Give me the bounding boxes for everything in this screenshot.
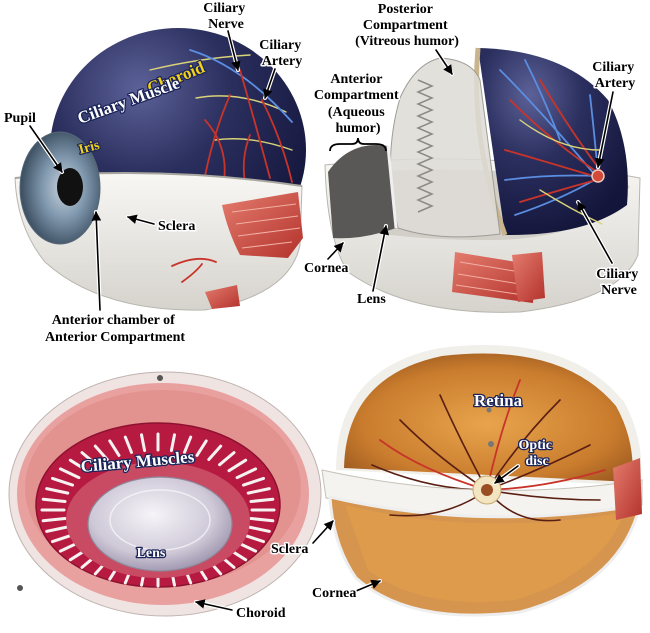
ciliary-muscle-fiber — [246, 525, 271, 533]
ciliary-muscle-fiber — [242, 476, 265, 487]
ciliary-muscle-fiber — [140, 433, 147, 453]
arrow-posterior-compartment — [434, 48, 454, 76]
ciliary-muscle-fiber — [207, 444, 223, 461]
panel-eye-exterior — [14, 28, 306, 311]
panel-anterior-bowl — [8, 371, 322, 617]
arrows — [28, 29, 615, 612]
optic-disc — [591, 169, 605, 183]
pupil — [57, 168, 83, 206]
lens-highlight — [109, 489, 211, 551]
extraocular-muscle — [205, 192, 303, 309]
ciliary-muscle-fiber — [58, 467, 81, 480]
arrow-ciliary-artery-1 — [263, 67, 277, 100]
arrow-optic-disc — [493, 464, 520, 485]
label-pupil: Pupil — [4, 111, 36, 126]
posterior-bowl-inner — [345, 505, 625, 602]
ciliary-muscle-fiber — [195, 439, 208, 457]
anterior-compartment-brace — [329, 137, 387, 152]
arrow-ciliary-nerve-1 — [226, 29, 241, 72]
ciliary-muscle-fiber — [249, 517, 275, 523]
ciliary-muscle-fiber — [45, 487, 70, 495]
vitreous-body — [390, 57, 501, 238]
label-cornea: Cornea — [304, 261, 348, 276]
lens-edge — [386, 145, 398, 229]
extraocular-muscle — [452, 252, 545, 303]
label-ciliary-nerve: Ciliary Nerve — [596, 267, 642, 298]
ciliary-muscle-fiber — [218, 451, 236, 467]
label-cornea: Cornea — [312, 586, 356, 601]
ciliary-muscle-fiber — [235, 467, 258, 480]
label-lens: Lens — [357, 292, 386, 307]
label-optic-disc: Optic disc — [519, 438, 556, 469]
ciliary-muscle-fiber — [68, 458, 89, 473]
ciliary-muscle-fiber — [227, 458, 248, 473]
arrow-ciliary-artery-2 — [594, 90, 615, 169]
arrow-sclera-1 — [126, 214, 156, 226]
ciliary-body — [416, 79, 434, 213]
arrow-sclera-2 — [311, 519, 335, 545]
arrow-choroid-2 — [194, 599, 234, 612]
ciliary-muscle-fiber — [183, 435, 193, 454]
choroid-vessels — [149, 49, 293, 193]
arrow-cornea-2 — [354, 579, 382, 593]
ciliary-muscle-fiber — [169, 433, 176, 453]
label-iris: Iris — [77, 138, 102, 158]
ciliary-muscle-fiber — [41, 497, 67, 503]
cornea-shell — [328, 145, 396, 239]
label-posterior-compartment: Posterior Compartment (Vitreous humor) — [355, 2, 459, 49]
retina-surface — [344, 353, 633, 482]
ciliary-muscle-fiber — [45, 525, 70, 533]
arrow-pupil — [28, 124, 64, 174]
mount-hole — [17, 585, 23, 591]
retina-marker — [486, 407, 492, 413]
label-sclera: Sclera — [271, 542, 308, 557]
label-anterior-compartment: Anterior Compartment (Aqueous humor) — [314, 72, 402, 136]
label-retina: Retina — [474, 391, 523, 410]
choroid-vessels — [499, 59, 603, 225]
label-ciliary-artery: Ciliary Artery — [259, 38, 305, 69]
arrow-anterior-chamber — [91, 210, 102, 312]
ciliary-muscle-fiber — [80, 451, 98, 467]
label-lens: Lens — [137, 546, 166, 561]
label-choroid: Choroid — [236, 606, 286, 621]
label-anterior-chamber: Anterior chamber of Anterior Compartment — [45, 313, 185, 345]
ciliary-muscle-fiber — [51, 476, 74, 487]
mount-hole — [157, 375, 163, 381]
label-ciliary-nerve: Ciliary Nerve — [203, 1, 249, 32]
lens — [87, 476, 233, 572]
arrow-ciliary-nerve-2 — [576, 200, 614, 265]
ciliary-muscle-fiber — [242, 533, 265, 544]
optic-disc-center — [481, 484, 493, 496]
panel-posterior-bowl — [321, 345, 643, 617]
arrow-lens-1 — [371, 224, 390, 293]
ciliary-muscle-fiber — [249, 497, 275, 503]
label-ciliary-artery: Ciliary Artery — [592, 60, 638, 91]
ciliary-muscle-fiber — [246, 487, 271, 495]
ciliary-muscle-fiber — [93, 444, 109, 461]
ciliary-muscle-fiber — [108, 439, 121, 457]
ciliary-muscle-fiber — [51, 533, 74, 544]
ciliary-muscle-fiber — [123, 435, 133, 454]
ciliary-muscle-fiber — [41, 517, 67, 523]
panel-eye-cutaway — [324, 47, 641, 313]
retina-marker — [488, 441, 494, 447]
label-sclera: Sclera — [158, 219, 195, 234]
arrow-cornea-1 — [326, 241, 345, 261]
extraocular-muscle — [613, 458, 642, 520]
